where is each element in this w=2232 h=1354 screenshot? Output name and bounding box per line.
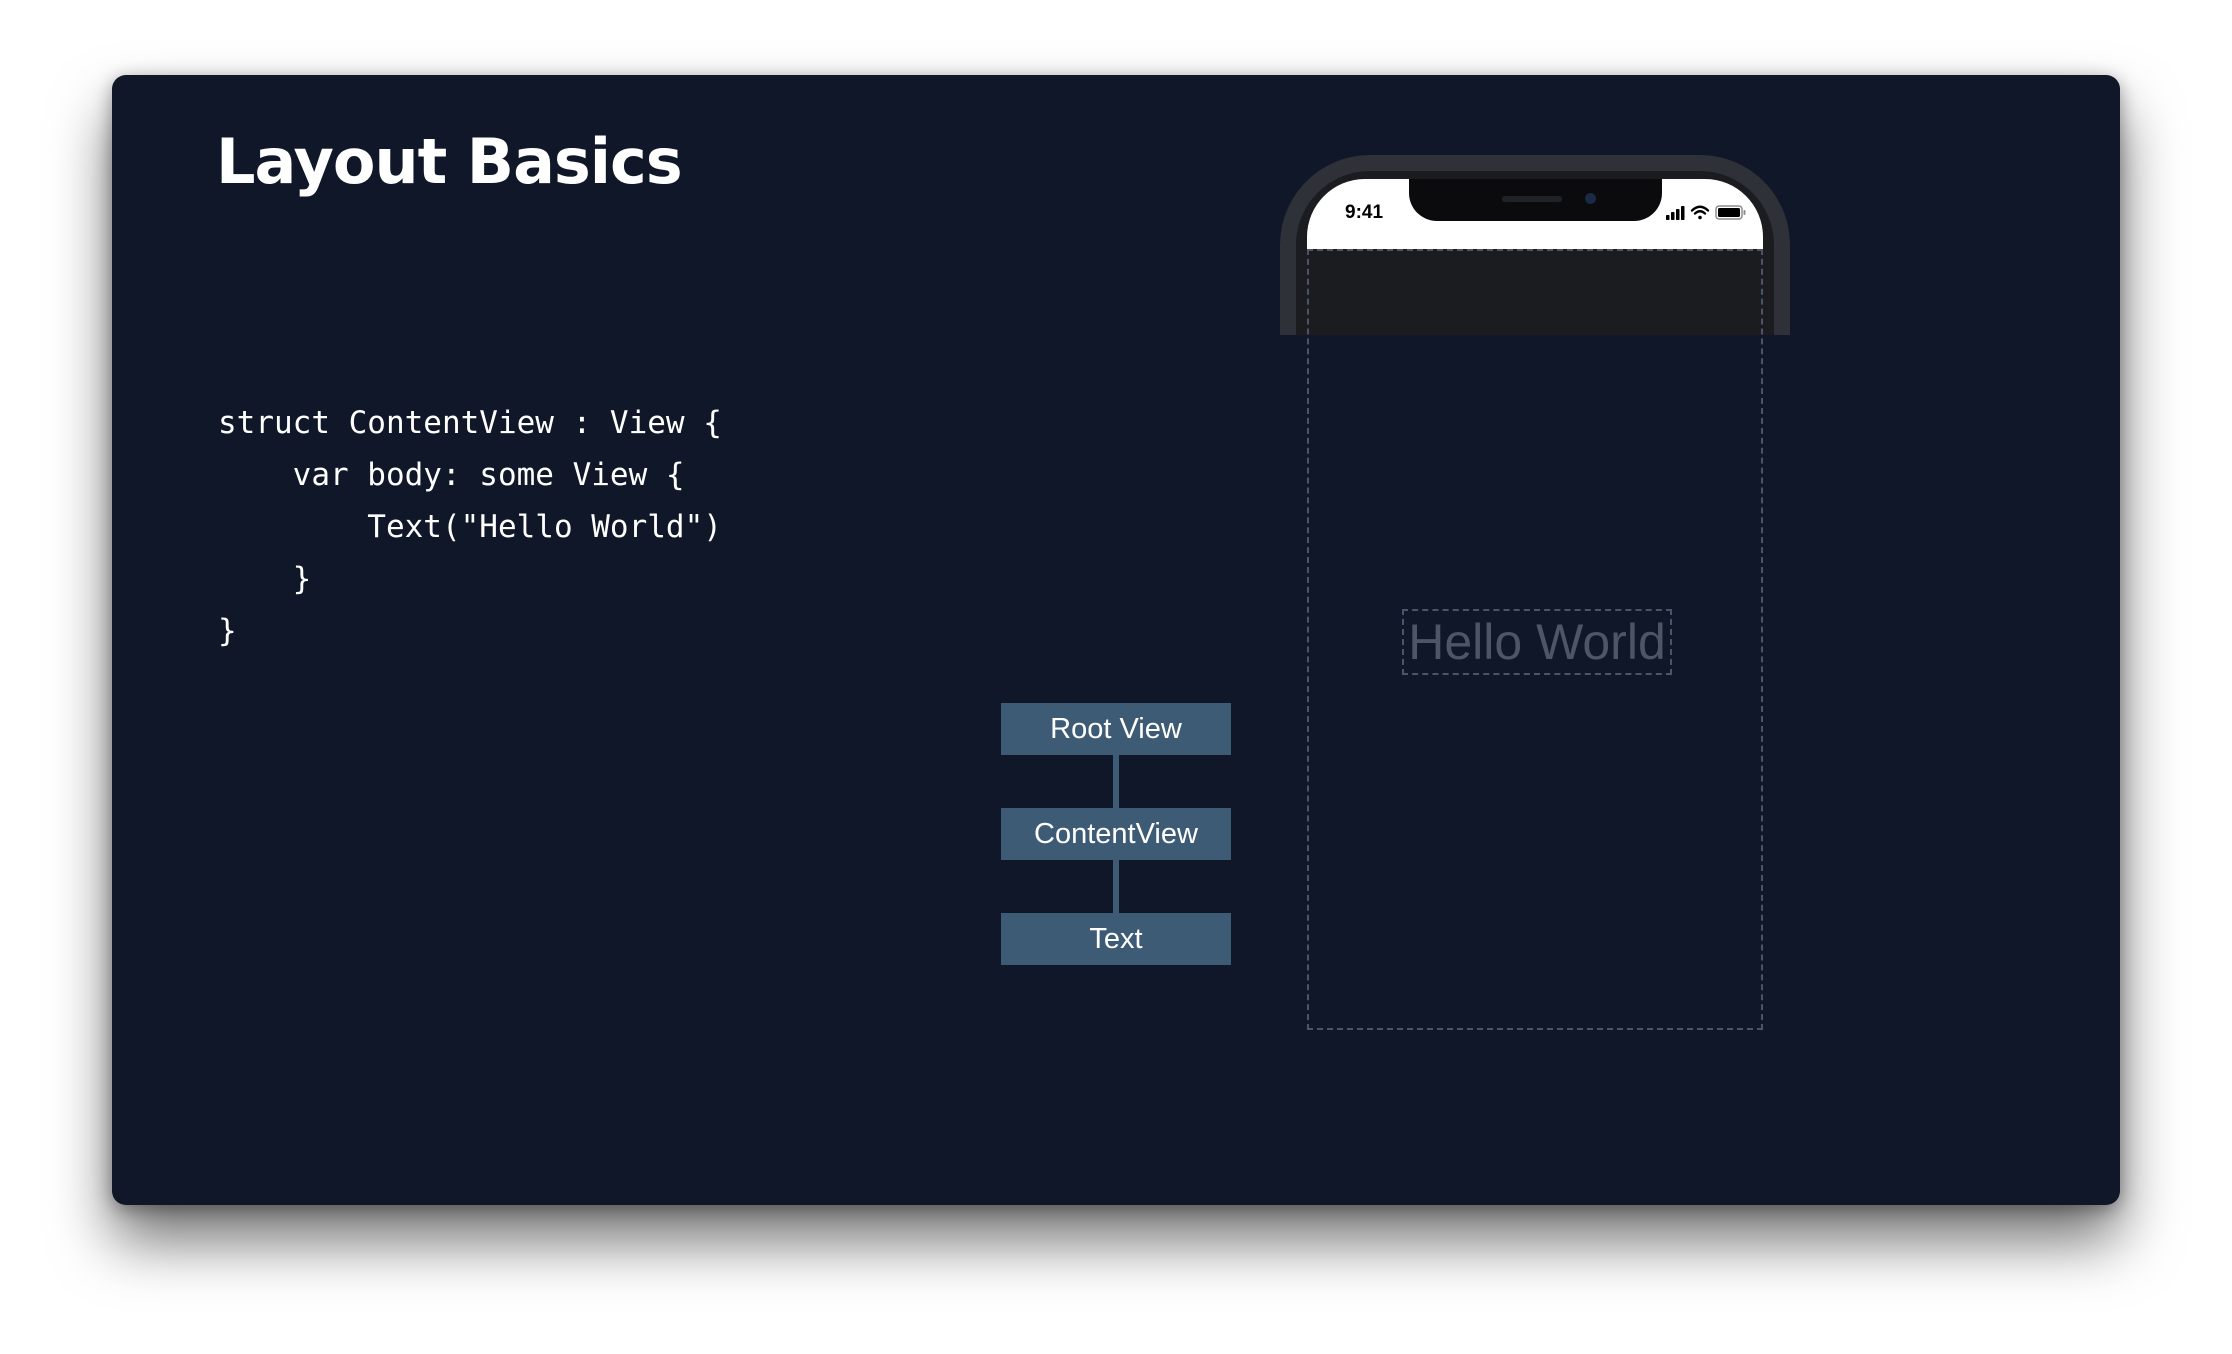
speaker-icon: [1502, 196, 1562, 202]
tree-connector: [1113, 755, 1119, 808]
tree-connector: [1113, 860, 1119, 913]
hello-world-text: Hello World: [1402, 609, 1672, 675]
code-line: }: [218, 613, 237, 649]
status-time: 9:41: [1345, 202, 1384, 223]
slide-window: Layout Basics struct ContentView : View …: [112, 75, 2120, 1205]
code-line: }: [218, 561, 312, 597]
signal-bars-icon: [1666, 206, 1685, 220]
tree-node-text: Text: [1001, 913, 1231, 965]
code-line: Text("Hello World"): [218, 509, 722, 545]
tree-node-content-view: ContentView: [1001, 808, 1231, 860]
tree-node-root-view: Root View: [1001, 703, 1231, 755]
phone-screen-area: [1307, 249, 1763, 1030]
status-icons: [1666, 205, 1746, 220]
code-block: struct ContentView : View { var body: so…: [218, 397, 722, 657]
wifi-icon: [1690, 205, 1710, 220]
code-line: var body: some View {: [218, 457, 685, 493]
slide-title: Layout Basics: [216, 125, 683, 198]
code-line: struct ContentView : View {: [218, 405, 722, 441]
battery-icon: [1715, 205, 1746, 220]
camera-icon: [1585, 193, 1596, 204]
